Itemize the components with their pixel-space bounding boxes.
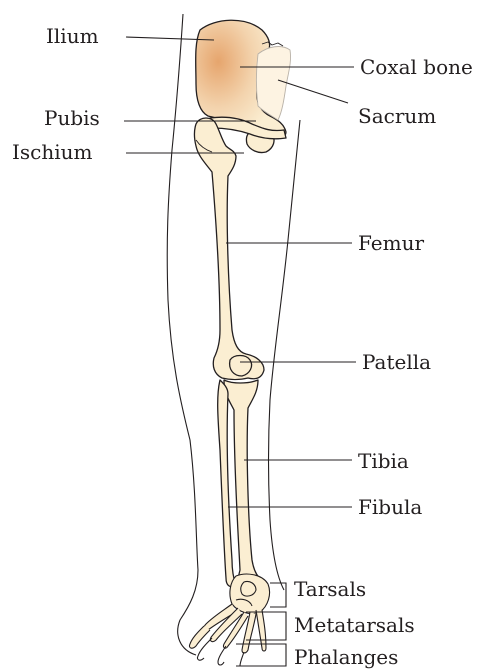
label-ilium: Ilium [46, 24, 99, 48]
label-femur: Femur [358, 231, 424, 255]
label-pubis: Pubis [44, 106, 100, 130]
leader-sacrum [278, 80, 348, 103]
bracket-tarsals [270, 583, 286, 607]
fibula-shape [218, 380, 236, 587]
label-metatarsals: Metatarsals [294, 613, 415, 637]
femur-bone [195, 118, 265, 380]
lower-leg-bones [218, 380, 264, 593]
foot-bones [189, 574, 269, 666]
label-coxal-bone: Coxal bone [360, 55, 473, 79]
label-patella: Patella [362, 350, 431, 374]
label-tibia: Tibia [358, 449, 409, 473]
label-fibula: Fibula [358, 495, 422, 519]
label-tarsals: Tarsals [294, 577, 366, 601]
sacrum-shape [257, 47, 291, 120]
label-phalanges: Phalanges [294, 645, 398, 669]
label-ischium: Ischium [12, 140, 93, 164]
label-sacrum: Sacrum [358, 104, 436, 128]
patella-bone [230, 356, 252, 377]
